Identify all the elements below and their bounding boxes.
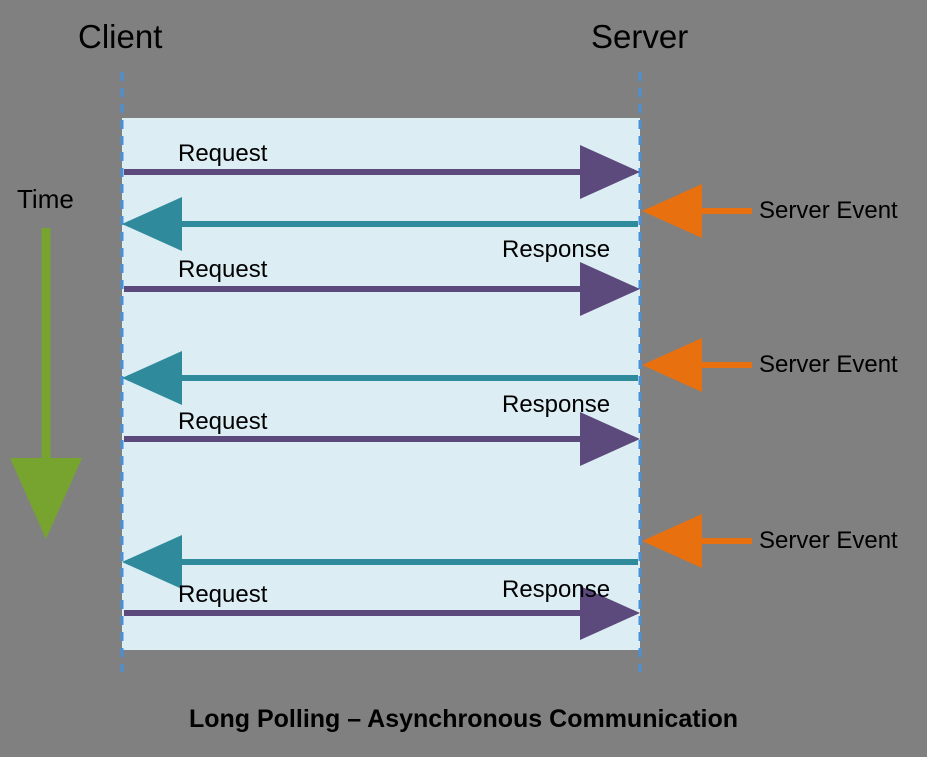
request-label-2: Request <box>178 256 268 283</box>
diagram-caption: Long Polling – Asynchronous Communicatio… <box>188 705 739 733</box>
response-label-3: Response <box>502 576 611 603</box>
response-label-1: Response <box>502 236 611 263</box>
request-label-4: Request <box>178 581 268 608</box>
server-event-label-3: Server Event <box>759 527 898 554</box>
request-label-3: Request <box>178 408 268 435</box>
participant-label-server: Server <box>591 18 689 55</box>
server-event-label-2: Server Event <box>759 351 898 378</box>
request-label-1: Request <box>178 140 268 167</box>
time-axis-label: Time <box>17 184 74 214</box>
participant-label-client: Client <box>78 18 163 55</box>
server-event-label-1: Server Event <box>759 197 898 224</box>
response-label-2: Response <box>502 391 611 418</box>
activation-box <box>122 118 640 650</box>
